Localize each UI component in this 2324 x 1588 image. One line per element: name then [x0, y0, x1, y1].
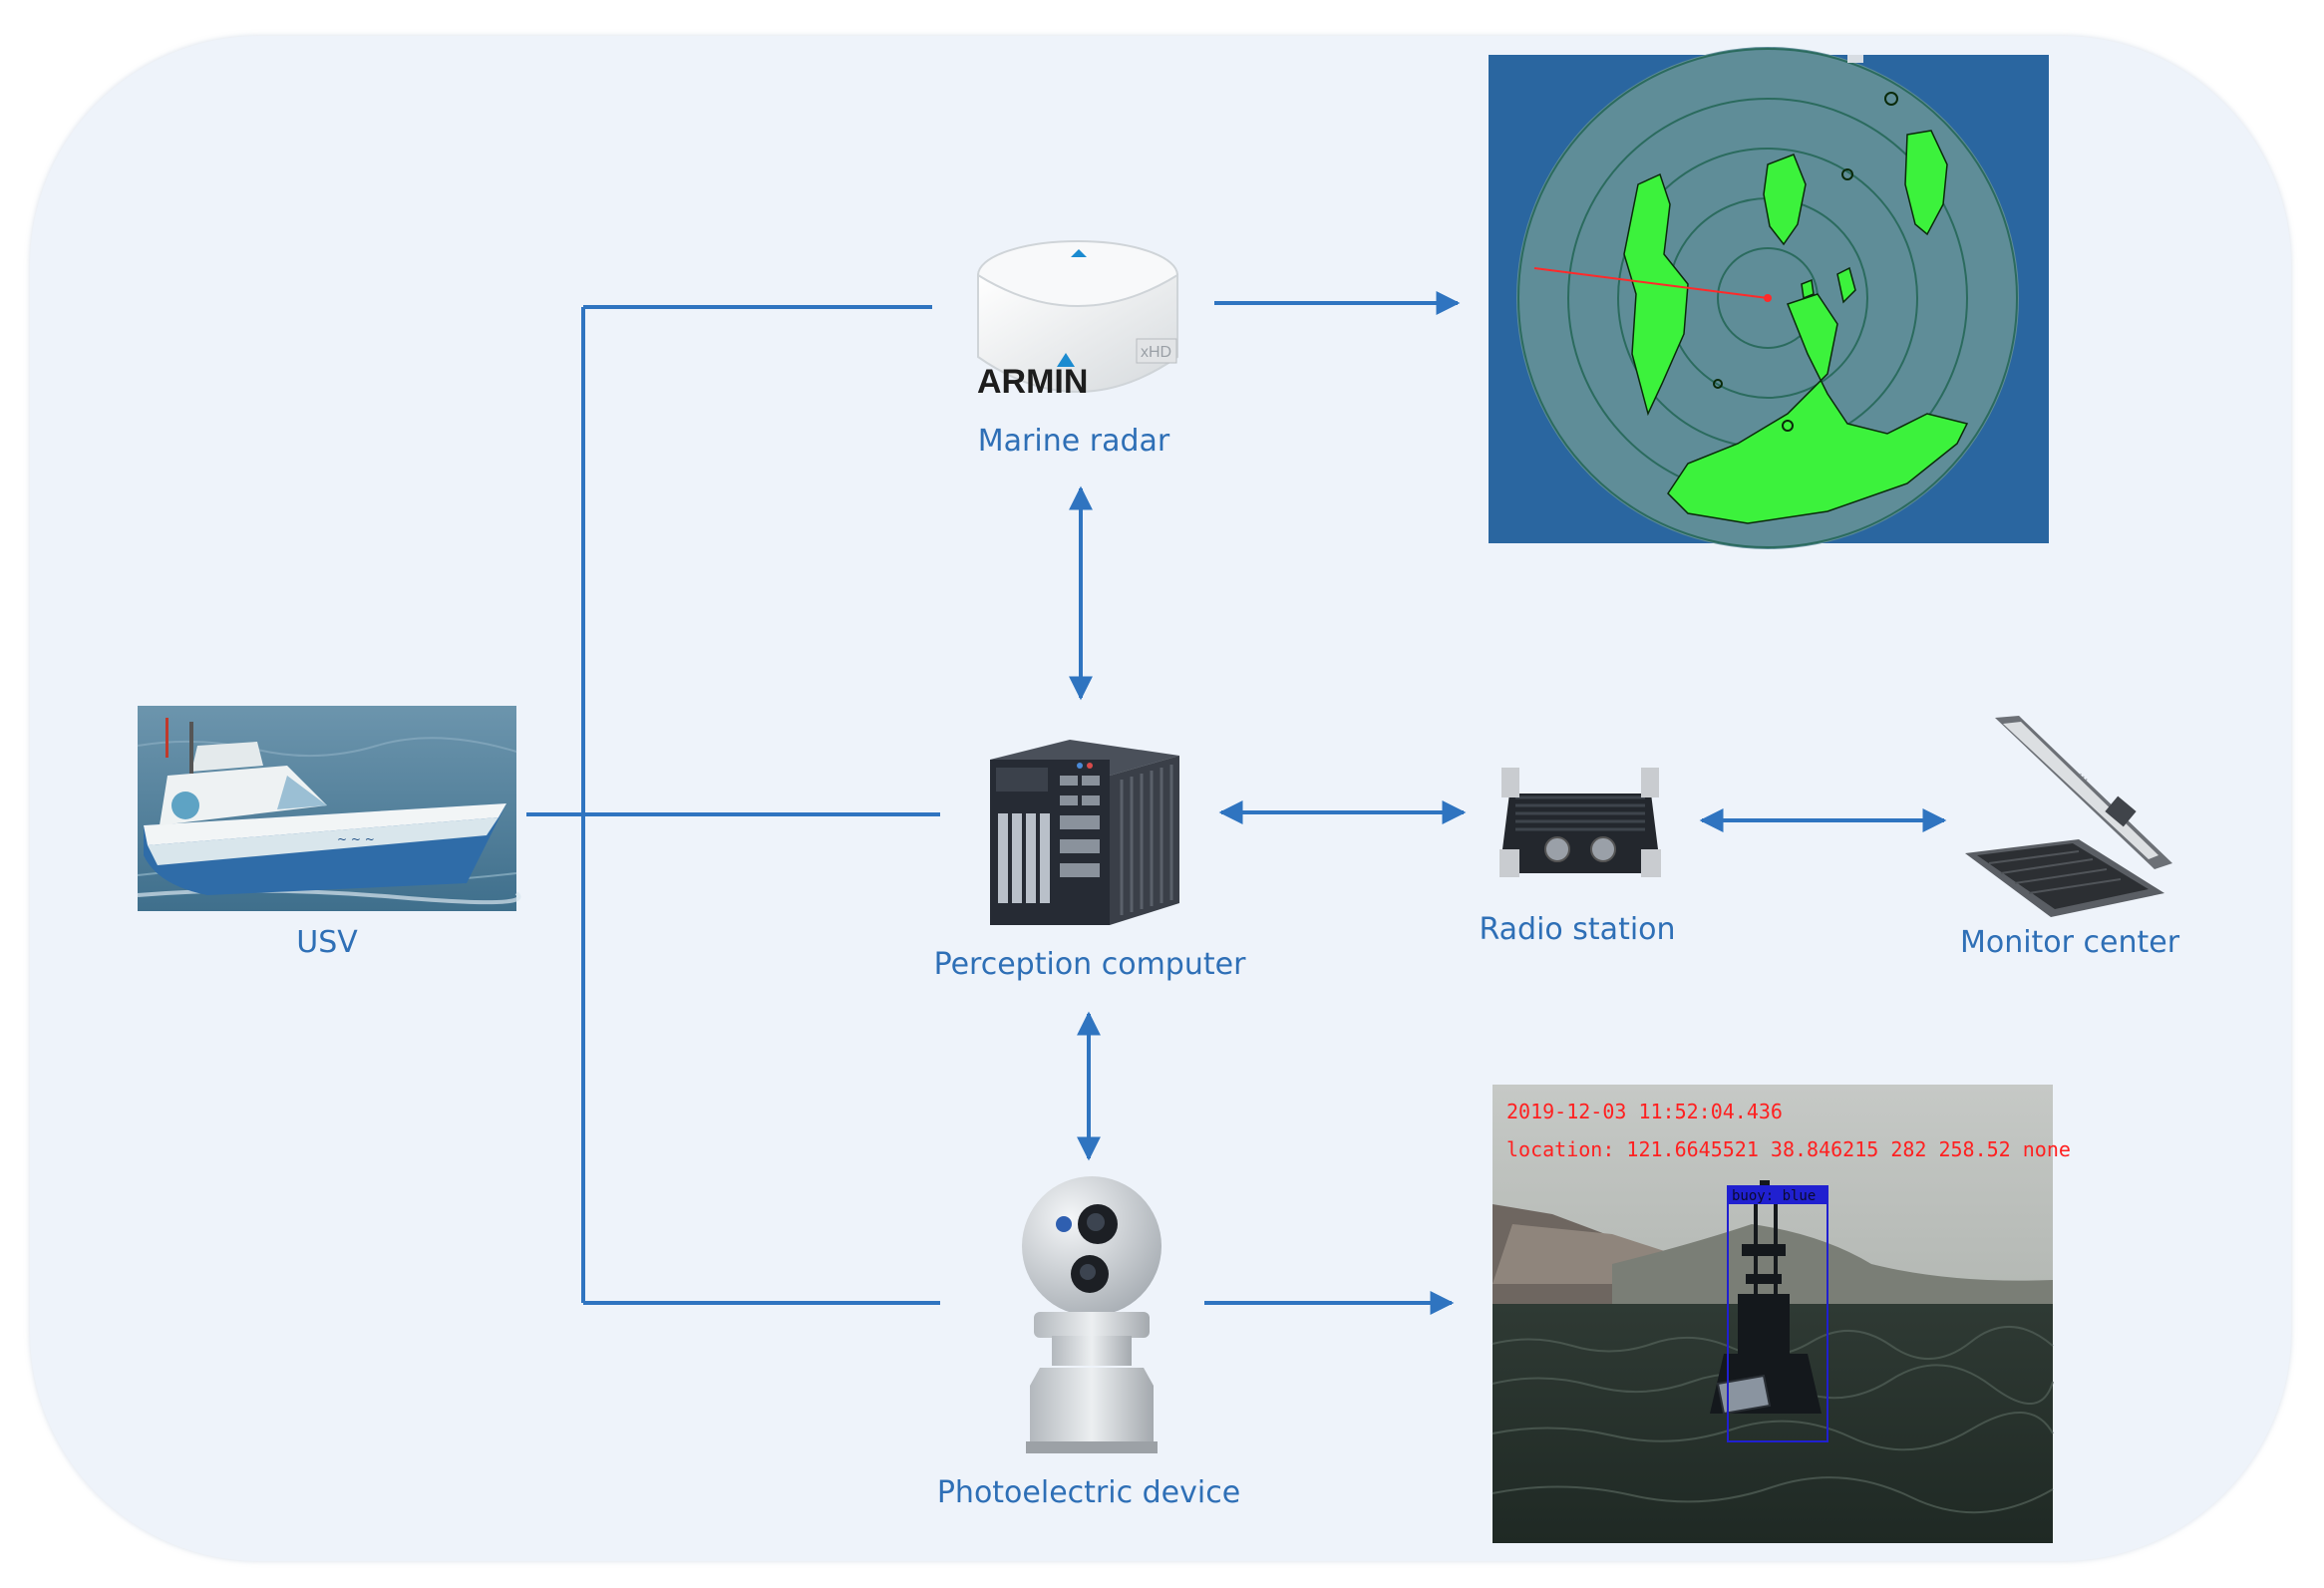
photo-label: Photoelectric device — [936, 1475, 1241, 1510]
marine-radar-image: ARMIN xHD — [977, 240, 1178, 401]
computer-label: Perception computer — [933, 947, 1246, 982]
radio-label: Radio station — [1479, 912, 1676, 947]
radar-badge-text: xHD — [1141, 344, 1171, 361]
radar-brand-text: ARMIN — [977, 363, 1088, 401]
overlay-timestamp: 2019-12-03 11:52:04.436 — [1506, 1100, 1783, 1123]
detection-label: buoy: blue — [1732, 1188, 1816, 1204]
usv-label: USV — [296, 925, 358, 960]
radar-display-image — [1489, 47, 2049, 549]
perception-computer-image — [990, 740, 1179, 925]
overlay-location: location: 121.6645521 38.846215 282 258.… — [1506, 1137, 2071, 1161]
radar-label: Marine radar — [977, 424, 1170, 459]
monitor-center-image: ... — [1965, 716, 2172, 917]
monitor-label: Monitor center — [1959, 925, 2180, 960]
svg-text:~ ~ ~: ~ ~ ~ — [337, 832, 375, 846]
radio-station-image — [1499, 768, 1661, 877]
photoelectric-device-image — [1022, 1176, 1162, 1453]
camera-image: buoy: blue 2019-12-03 11:52:04.436 locat… — [1492, 1085, 2071, 1543]
usv-boat-image: ~ ~ ~ — [137, 706, 521, 911]
